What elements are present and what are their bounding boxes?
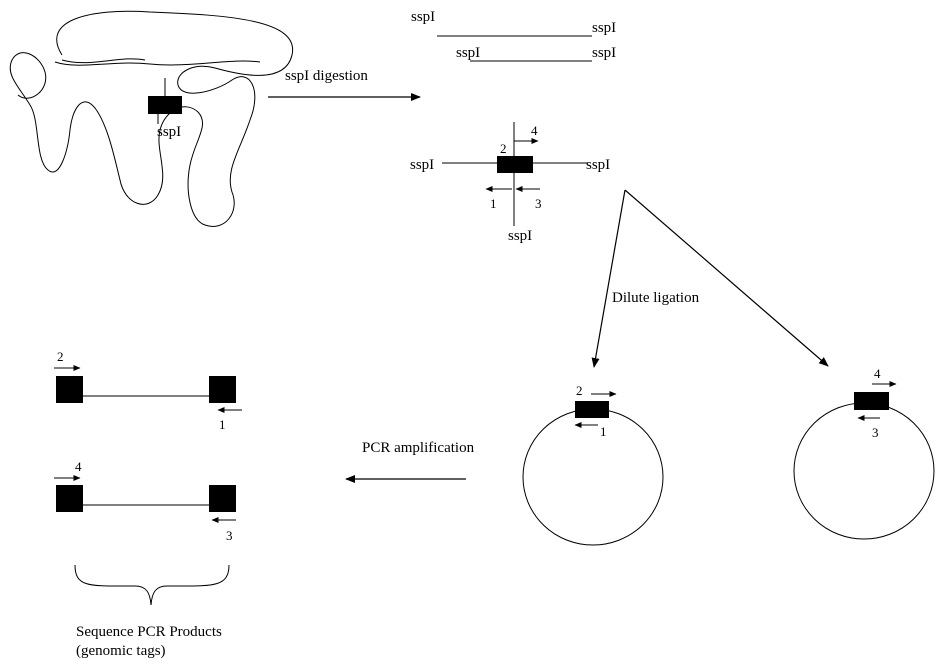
fragment-b-left-site: sspI: [456, 45, 480, 61]
circle-product-b: 4 3: [793, 366, 935, 540]
circle-b: [793, 402, 935, 540]
pcr-product-1: 2 1: [54, 349, 242, 432]
insert-block: [148, 96, 182, 114]
ligation-arrow-right: [624, 189, 829, 367]
ligation-arrow-left: [591, 189, 626, 368]
circle-a: [522, 408, 664, 546]
fragment-a-right-site: sspI: [592, 20, 616, 36]
product-2-right-block: [209, 485, 236, 512]
insert-fragment-right-site: sspI: [586, 157, 610, 173]
circle-b-primer-4-label: 4: [874, 366, 881, 381]
product-1-left-block: [56, 376, 83, 403]
product-1-right-block: [209, 376, 236, 403]
digestion-label: sspI digestion: [285, 68, 368, 84]
genomic-dna: sspI: [9, 10, 294, 227]
sspi-label-genomic: sspI: [157, 124, 181, 140]
primer-1-label: 1: [490, 196, 497, 211]
product-2-primer-3-label: 3: [226, 528, 233, 543]
primer-2-arrow: [515, 157, 531, 166]
pcr-label: PCR amplification: [362, 440, 475, 456]
circle-a-insert: [575, 401, 609, 418]
ligation-label: Dilute ligation: [612, 290, 700, 306]
insert-block: [497, 156, 533, 173]
product-1-primer-1-label: 1: [219, 417, 226, 432]
sequence-label-line2: (genomic tags): [76, 643, 166, 659]
genomic-dna-strand: [9, 10, 294, 227]
primer-3-label: 3: [535, 196, 542, 211]
insert-fragment-bottom-site: sspI: [508, 228, 532, 244]
fragment-a-left-site: sspI: [411, 9, 435, 25]
sequence-label-line1: Sequence PCR Products: [76, 624, 222, 640]
primer-2-label: 2: [500, 141, 507, 156]
insert-fragment-left-site: sspI: [410, 157, 434, 173]
products-brace: [74, 564, 230, 606]
genomic-dna-overlap: [54, 60, 261, 66]
circle-b-insert: [854, 392, 889, 410]
circle-a-primer-1-label: 1: [600, 424, 607, 439]
fragment-b-right-site: sspI: [592, 45, 616, 61]
circle-product-a: 2 1: [522, 383, 664, 546]
pcr-product-2: 4 3: [54, 459, 236, 543]
insert-fragment: sspI sspI sspI 4 2 1 3: [410, 122, 610, 244]
primer-4-label: 4: [531, 123, 538, 138]
digested-fragments: sspI sspI sspI sspI: [411, 9, 616, 62]
product-1-primer-2-label: 2: [57, 349, 64, 364]
genomic-dna-overlap: [61, 58, 146, 64]
circle-b-primer-3-label: 3: [872, 425, 879, 440]
product-2-left-block: [56, 485, 83, 512]
product-2-primer-4-label: 4: [75, 459, 82, 474]
circle-a-primer-2-label: 2: [576, 383, 583, 398]
